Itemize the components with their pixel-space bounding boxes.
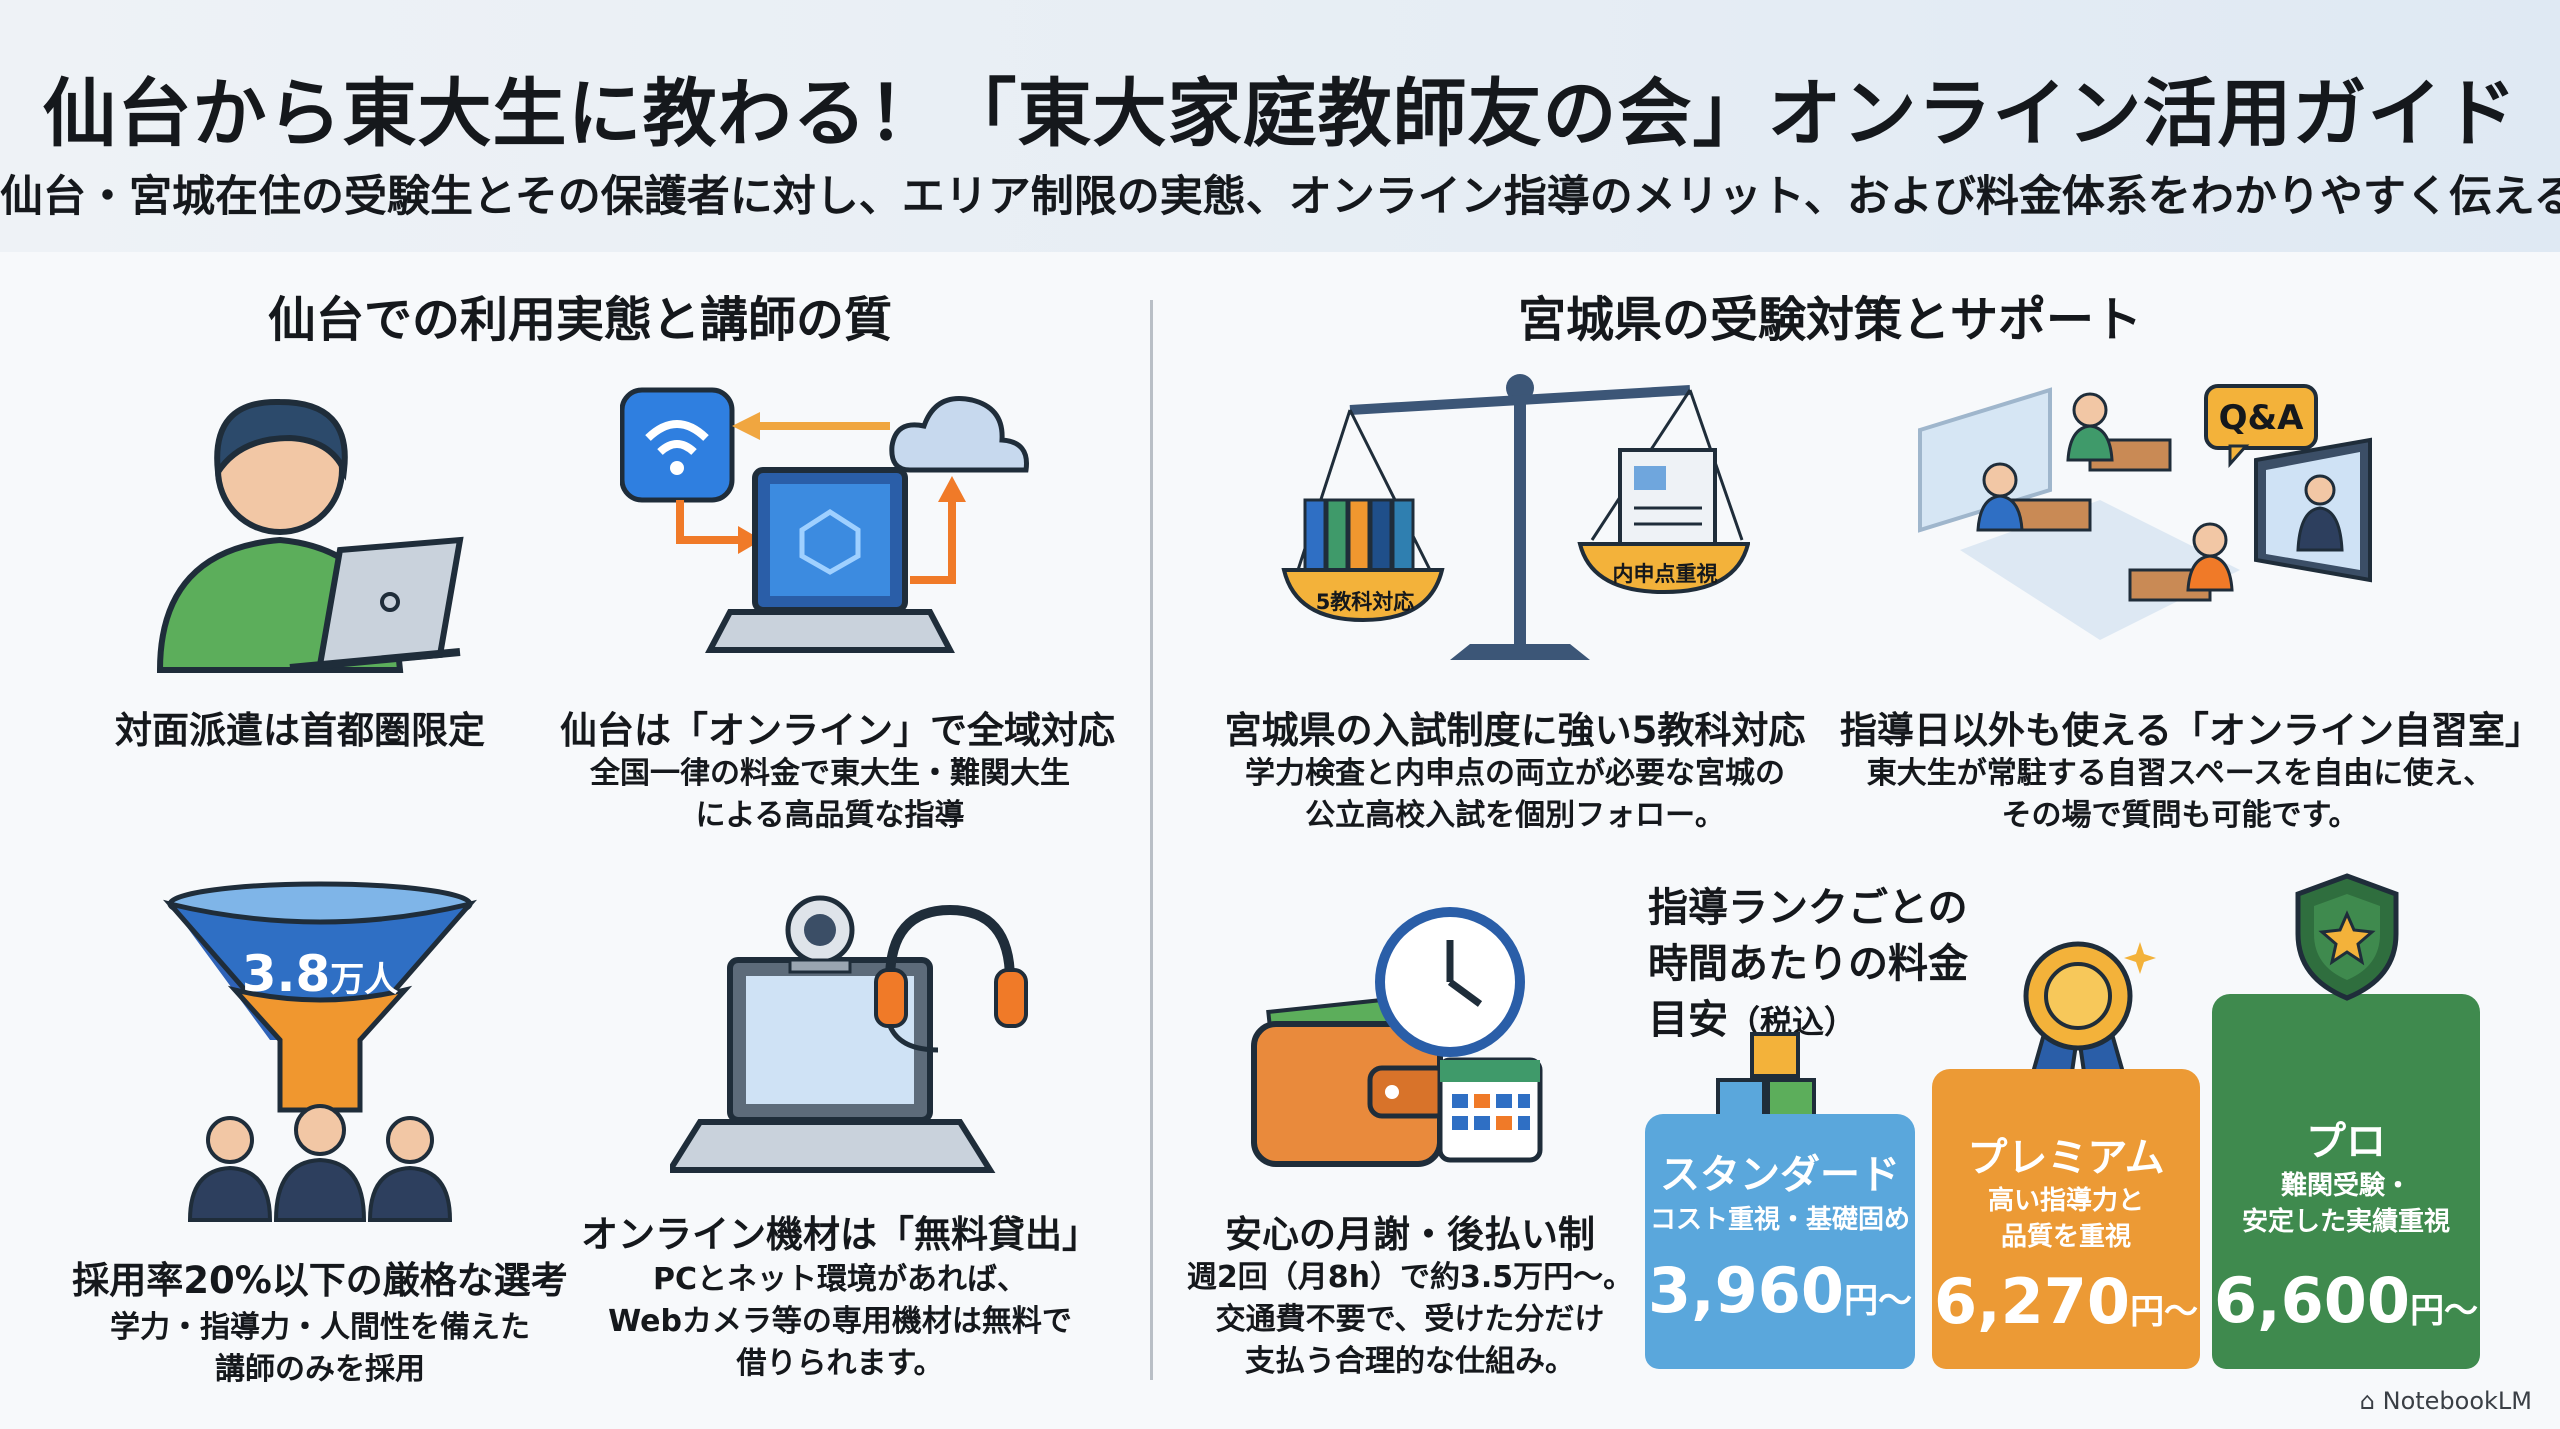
item-desc-equipment-2: Webカメラ等の専用機材は無料で — [608, 1304, 1072, 1339]
rate-card-standard-desc: コスト重視・基礎固め — [1649, 1205, 1910, 1235]
rate-card-pro-price-unit: 円〜 — [2410, 1291, 2479, 1331]
wallet-clock-illustration — [1251, 907, 1543, 1167]
brand-label: ⌂ NotebookLM — [2360, 1387, 2532, 1415]
item-desc-online-1: 全国一律の料金で東大生・難関大生 — [590, 756, 1070, 791]
item-desc-study-room-1: 東大生が常駐する自習スペースを自由に使え、 — [1866, 756, 2494, 791]
item-title-in-person: 対面派遣は首都圏限定 — [115, 709, 485, 752]
item-title-online: 仙台は「オンライン」で全域対応 — [560, 709, 1115, 752]
rate-card-pro-desc-2: 安定した実績重視 — [2241, 1207, 2450, 1237]
rate-card-premium-price-unit: 円〜 — [2130, 1292, 2199, 1332]
page-title: 仙台から東大生に教わる！「東大家庭教師友の会」オンライン活用ガイド — [42, 71, 2518, 157]
rate-card-premium-desc-2: 品質を重視 — [2000, 1222, 2131, 1252]
rate-card-pro-desc-1: 難関受験・ — [2280, 1171, 2411, 1201]
rate-card-pro-price-value: 6,600 — [2213, 1264, 2411, 1337]
rate-card-premium: プレミアム 高い指導力と 品質を重視 6,270円〜 — [1932, 1069, 2200, 1369]
rate-card-standard-name: スタンダード — [1660, 1152, 1900, 1198]
item-desc-study-room-2: その場で質問も可能です。 — [2001, 798, 2359, 833]
rate-card-standard: スタンダード コスト重視・基礎固め 3,960円〜 — [1645, 1114, 1915, 1369]
scale-label-internal-grades: 内申点重視 — [1612, 562, 1718, 586]
item-desc-selection-2: 講師のみを採用 — [215, 1352, 425, 1387]
rate-card-pro-price: 6,600円〜 — [2212, 1264, 2480, 1337]
item-title-study-room: 指導日以外も使える「オンライン自習室」 — [1840, 709, 2542, 752]
item-desc-five-subjects-1: 学力検査と内申点の両立が必要な宮城の — [1245, 756, 1785, 791]
funnel-value-label: 3.8万人 — [200, 945, 440, 1003]
rate-card-standard-price: 3,960円〜 — [1645, 1254, 1915, 1327]
funnel-illustration — [162, 881, 478, 1222]
rates-heading-line-2: 時間あたりの料金 — [1648, 941, 1968, 987]
person-laptop-illustration — [156, 398, 464, 673]
column-divider — [1150, 300, 1153, 1380]
item-desc-equipment-1: PCとネット環境があれば、 — [652, 1262, 1027, 1297]
rate-card-pro-name: プロ — [2306, 1119, 2386, 1165]
study-room-illustration — [1918, 384, 2372, 640]
rates-heading-line-1: 指導ランクごとの — [1648, 885, 1968, 931]
item-title-five-subjects: 宮城県の入試制度に強い5教科対応 — [1224, 709, 1806, 752]
equipment-illustration — [670, 895, 1028, 1173]
balance-scale-illustration — [1281, 374, 1750, 660]
rate-card-premium-price: 6,270円〜 — [1932, 1265, 2200, 1338]
rates-heading-last: 目安 — [1648, 997, 1728, 1043]
header-band — [0, 0, 2560, 252]
rate-card-premium-desc-1: 高い指導力と — [1987, 1186, 2144, 1216]
left-section-heading: 仙台での利用実態と講師の質 — [267, 292, 892, 348]
brand-text: NotebookLM — [2382, 1387, 2532, 1415]
page-subtitle: 仙台・宮城在住の受験生とその保護者に対し、エリア制限の実態、オンライン指導のメリ… — [0, 172, 2560, 222]
online-connection-illustration — [620, 387, 1029, 653]
funnel-unit: 万人 — [330, 960, 399, 1000]
item-desc-payment-1: 週2回（月8h）で約3.5万円〜。 — [1186, 1260, 1634, 1295]
right-section-heading: 宮城県の受験対策とサポート — [1517, 292, 2142, 348]
item-title-equipment: オンライン機材は「無料貸出」 — [581, 1213, 1099, 1256]
rates-heading: 指導ランクごとの 時間あたりの料金 目安（税込） — [1648, 880, 1968, 1050]
rate-card-standard-price-value: 3,960 — [1647, 1254, 1845, 1327]
scale-label-five-subjects: 5教科対応 — [1315, 590, 1415, 614]
item-desc-online-2: による高品質な指導 — [695, 798, 965, 833]
item-title-selection: 採用率20%以下の厳格な選考 — [72, 1259, 568, 1302]
item-desc-equipment-3: 借りられます。 — [736, 1346, 944, 1381]
qa-bubble-label: Q&A — [2218, 398, 2304, 438]
brand-icon: ⌂ — [2359, 1387, 2383, 1415]
item-title-payment: 安心の月謝・後払い制 — [1225, 1213, 1595, 1256]
item-desc-payment-3: 支払う合理的な仕組み。 — [1245, 1344, 1575, 1379]
shield-star-icon — [2295, 873, 2399, 1001]
rate-card-premium-price-value: 6,270 — [1933, 1265, 2131, 1338]
rate-card-standard-price-unit: 円〜 — [1844, 1281, 1913, 1321]
rate-card-premium-name: プレミアム — [1967, 1135, 2165, 1181]
item-desc-five-subjects-2: 公立高校入試を個別フォロー。 — [1305, 798, 1725, 833]
item-desc-payment-2: 交通費不要で、受けた分だけ — [1215, 1302, 1605, 1337]
rate-card-pro: プロ 難関受験・ 安定した実績重視 6,600円〜 — [2212, 994, 2480, 1369]
item-desc-selection-1: 学力・指導力・人間性を備えた — [110, 1310, 530, 1345]
funnel-value: 3.8 — [241, 945, 331, 1003]
